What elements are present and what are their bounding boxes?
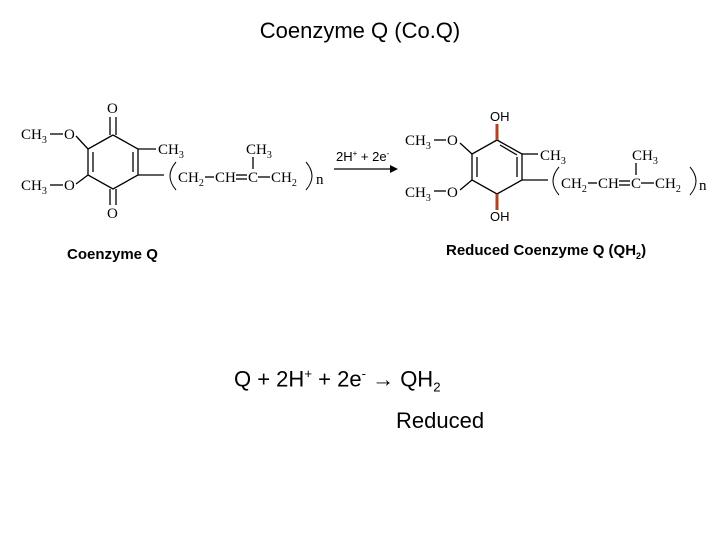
- page-title: Coenzyme Q (Co.Q): [259, 18, 461, 43]
- coenzyme-q-label: Coenzyme Q: [67, 246, 158, 263]
- right-methoxy-top: CH3: [405, 133, 431, 152]
- right-chain-c: C: [631, 176, 641, 192]
- right-ether-top-bond: [459, 142, 473, 155]
- reduced-coenzyme-q-structure: OH OH CH3 O CH3 O CH3 CH2 CH C CH2 CH3 n: [405, 109, 707, 224]
- left-chain-ch: CH: [215, 170, 236, 186]
- right-paren-open: [552, 166, 560, 196]
- right-chain-methyl: CH3: [632, 148, 658, 167]
- left-chain-c: C: [248, 170, 258, 186]
- reduced-coenzyme-q-label: Reduced Coenzyme Q (QH2): [446, 242, 647, 261]
- reaction-arrow: 2H+ + 2e-: [334, 149, 398, 173]
- coenzyme-q-structure: O O CH3 O CH3 O CH3 CH2 CH C CH2 CH3 n: [21, 101, 324, 222]
- left-repeat-n: n: [316, 172, 324, 188]
- right-chain-ch: CH: [598, 176, 619, 192]
- right-hydroxyl-bottom: OH: [490, 209, 510, 224]
- right-ring: [471, 139, 523, 195]
- left-paren-open: [169, 161, 177, 191]
- right-ring-double-bond-3: [499, 144, 518, 156]
- reaction-equation: Q + 2H+ + 2e- → QH2: [234, 366, 441, 395]
- left-methoxy-bottom: CH3: [21, 178, 47, 197]
- left-ether-oxygen-bottom: O: [64, 178, 75, 194]
- reduced-label: Reduced: [396, 408, 485, 433]
- right-chain-ch2-b: CH2: [655, 176, 681, 195]
- left-ether-bottom-bond: [75, 174, 89, 185]
- left-chain-ch2-a: CH2: [178, 170, 204, 189]
- left-methoxy-top: CH3: [21, 127, 47, 146]
- left-ether-top-bond: [75, 135, 89, 150]
- left-oxygen-bottom: O: [107, 206, 118, 222]
- left-oxygen-top: O: [107, 101, 118, 117]
- right-repeat-n: n: [699, 178, 707, 194]
- left-paren-close: [305, 161, 313, 191]
- right-paren-close: [689, 166, 697, 196]
- left-chain-methyl: CH3: [246, 142, 272, 161]
- right-ring-methyl: CH3: [540, 148, 566, 167]
- arrow-head-icon: [390, 165, 398, 173]
- left-chain-ch2-b: CH2: [271, 170, 297, 189]
- right-ether-oxygen-bottom: O: [447, 185, 458, 201]
- left-ether-oxygen-top: O: [64, 127, 75, 143]
- left-ring-methyl: CH3: [158, 142, 184, 161]
- arrow-label: 2H+ + 2e-: [336, 149, 390, 164]
- right-ether-oxygen-top: O: [447, 133, 458, 149]
- right-ether-bottom-bond: [459, 179, 473, 191]
- right-hydroxyl-top: OH: [490, 109, 510, 124]
- right-chain-ch2-a: CH2: [561, 176, 587, 195]
- left-ring: [87, 134, 139, 190]
- right-methoxy-bottom: CH3: [405, 185, 431, 204]
